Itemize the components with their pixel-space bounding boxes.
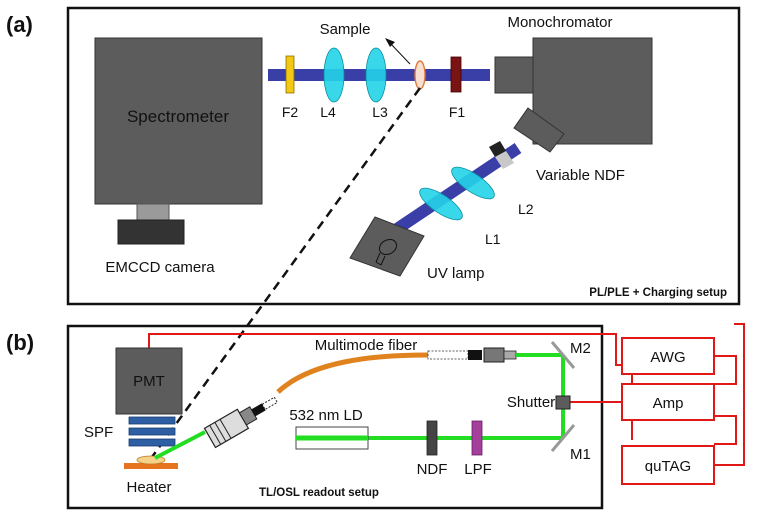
fiber-connector-b bbox=[483, 347, 505, 363]
shutter-label: Shutter bbox=[507, 394, 555, 411]
uv-lamp-label: UV lamp bbox=[427, 265, 485, 282]
awg-box bbox=[621, 337, 715, 375]
panel-a-label: (a) bbox=[6, 12, 33, 37]
variable-ndf bbox=[489, 141, 506, 157]
spf-plates bbox=[128, 416, 176, 447]
monochromator-label: Monochromator bbox=[507, 14, 612, 31]
filter-lpf bbox=[471, 420, 483, 456]
filter-f1 bbox=[450, 56, 462, 93]
lens-l4-label: L4 bbox=[320, 104, 336, 120]
mirror-m1-label: M1 bbox=[570, 446, 591, 463]
heater-label: Heater bbox=[126, 479, 171, 496]
sample-pointer-arrowhead bbox=[385, 38, 395, 47]
panel-b-label: (b) bbox=[6, 330, 34, 355]
mirror-m1 bbox=[550, 424, 576, 452]
multimode-fiber bbox=[276, 352, 429, 394]
sample-pointer-arrow bbox=[389, 42, 411, 65]
mirror-m2 bbox=[550, 341, 576, 369]
lens-l4 bbox=[323, 47, 345, 103]
fiber-connector-sleeve bbox=[427, 350, 469, 360]
variable-ndf-grad bbox=[495, 151, 514, 169]
lens-l3 bbox=[365, 47, 387, 103]
laser-diode-label: 532 nm LD bbox=[289, 407, 363, 424]
sample-label: Sample bbox=[320, 21, 371, 38]
panel-a-caption: PL/PLE + Charging setup bbox=[589, 287, 727, 299]
filter-lpf-label: LPF bbox=[464, 461, 492, 478]
monochromator-exit-port bbox=[513, 107, 565, 153]
panel-a-frame bbox=[66, 6, 741, 306]
pmt-label: PMT bbox=[133, 373, 165, 390]
lens-l1 bbox=[419, 187, 463, 221]
emccd-camera-body bbox=[117, 219, 185, 245]
panel-b-frame bbox=[66, 324, 604, 510]
spectrometer-label: Spectrometer bbox=[127, 107, 229, 126]
variable-ndf-label: Variable NDF bbox=[536, 167, 625, 184]
spf-label: SPF bbox=[84, 424, 113, 441]
shutter bbox=[555, 395, 571, 410]
filter-f2-label: F2 bbox=[282, 104, 299, 120]
filter-f2 bbox=[285, 55, 295, 94]
uv-lamp-housing bbox=[349, 216, 425, 277]
fiber-collimator bbox=[203, 396, 278, 449]
sample-disc bbox=[414, 60, 426, 90]
pmt-box bbox=[115, 347, 183, 415]
lens-l2-label: L2 bbox=[518, 201, 534, 217]
lens-l1-label: L1 bbox=[485, 231, 501, 247]
filter-f1-label: F1 bbox=[449, 104, 466, 120]
emccd-camera-neck bbox=[136, 203, 170, 221]
green-beam-to-sample bbox=[154, 430, 206, 460]
amp-box bbox=[621, 383, 715, 421]
lens-l3-label: L3 bbox=[372, 104, 388, 120]
panel-b-caption: TL/OSL readout setup bbox=[259, 487, 379, 499]
qutag-label: quTAG bbox=[645, 458, 691, 475]
filter-ndf-label: NDF bbox=[417, 461, 448, 478]
qutag-box bbox=[621, 445, 715, 485]
lens-l2 bbox=[451, 166, 495, 200]
heater-plate bbox=[124, 463, 178, 469]
bulb-icon bbox=[375, 238, 398, 266]
multimode-fiber-label: Multimode fiber bbox=[315, 337, 418, 354]
fiber-connector-a bbox=[468, 350, 482, 360]
mirror-m2-label: M2 bbox=[570, 340, 591, 357]
fiber-connector-c bbox=[503, 350, 517, 360]
filter-ndf bbox=[426, 420, 438, 456]
emccd-camera-label: EMCCD camera bbox=[105, 259, 215, 276]
amp-label: Amp bbox=[653, 395, 684, 412]
spectrometer-box bbox=[94, 37, 263, 205]
uv-beam-diagonal bbox=[384, 143, 522, 240]
monochromator-entrance-port bbox=[494, 56, 534, 94]
awg-label: AWG bbox=[650, 349, 685, 366]
signal-wires bbox=[148, 323, 745, 466]
sample-transfer-dashed-line bbox=[150, 87, 422, 458]
